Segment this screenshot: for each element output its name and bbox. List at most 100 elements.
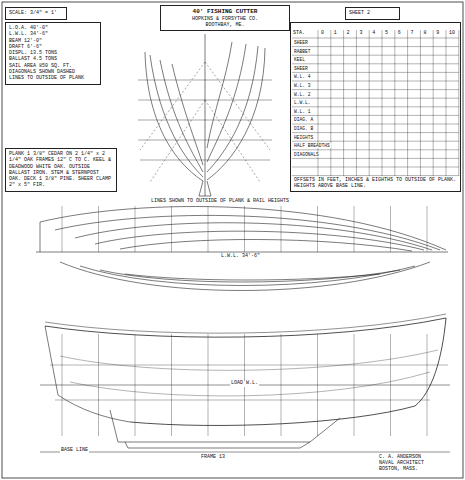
- station-line: [292, 81, 459, 82]
- station-line: [382, 30, 383, 176]
- node-text: SHEET 2: [349, 10, 396, 16]
- table-cell: 9: [435, 31, 440, 37]
- station-line: [62, 206, 63, 252]
- node-text: SAIL AREA 850 SQ. FT.: [9, 63, 97, 69]
- node-text: L.W.L. 34'-6": [9, 31, 97, 37]
- station-line: [390, 334, 391, 436]
- drawing-label: BOSTON, MASS.: [378, 467, 419, 473]
- station-line: [292, 132, 459, 133]
- station-line: [369, 30, 370, 176]
- station-line: [98, 334, 99, 436]
- table-cell: RABBET: [293, 49, 312, 54]
- table-cell: DIAG. B: [293, 126, 314, 131]
- station-line: [208, 334, 209, 436]
- drawing-label: C. A. ANDERSON: [378, 455, 422, 461]
- station-line: [420, 30, 421, 176]
- station-line: [356, 30, 357, 176]
- scale-box: SCALE: 3/4" = 1': [5, 7, 67, 20]
- station-line: [135, 206, 136, 252]
- node-text: L.O.A. 40'-0": [9, 25, 97, 31]
- offsets-table: OFFSETS IN FEET, INCHES & EIGHTHS TO OUT…: [290, 22, 461, 192]
- table-cell: 1: [333, 31, 338, 37]
- station-line: [292, 106, 459, 107]
- table-cell: W.L. 2: [293, 92, 312, 97]
- profile: [40, 314, 450, 452]
- station-line: [458, 30, 459, 176]
- station-line: [171, 334, 172, 436]
- table-cell: W.L. 4: [293, 74, 312, 79]
- table-cell: 2: [346, 31, 351, 37]
- station-line: [292, 158, 459, 159]
- table-cell: HEIGHTS: [293, 135, 314, 140]
- station-line: [427, 334, 428, 436]
- node-text: PLANK 1 3/8" CEDAR ON 2 1/4" x 2 1/4" OA…: [9, 151, 113, 189]
- station-line: [244, 206, 245, 252]
- station-line: [407, 30, 408, 176]
- station-line: [292, 55, 459, 56]
- station-line: [281, 334, 282, 436]
- node-text: 40' FISHING CUTTER: [164, 8, 286, 16]
- node-text: BALLAST 4.5 TONS: [9, 56, 97, 62]
- table-cell: KEEL: [293, 57, 306, 62]
- table-cell: 5: [384, 31, 389, 37]
- table-cell: DIAGONALS: [293, 152, 320, 157]
- sheet-box: SHEET 2: [345, 7, 400, 20]
- station-line: [317, 334, 318, 436]
- node-text: DIAGONALS SHOWN DASHED: [9, 69, 97, 75]
- table-cell: DIAG. A: [293, 117, 314, 122]
- table-cell: 6: [397, 31, 402, 37]
- station-line: [98, 206, 99, 252]
- node-text: DRAFT 6'-6": [9, 44, 97, 50]
- station-line: [171, 206, 172, 252]
- node-text: BOOTHBAY, ME.: [164, 22, 286, 28]
- table-cell: L.W.L.: [293, 100, 312, 105]
- table-cell: 10: [448, 31, 456, 37]
- station-line: [208, 206, 209, 252]
- station-line: [292, 167, 459, 168]
- station-line: [354, 206, 355, 252]
- table-cell: SHEER: [293, 40, 309, 45]
- station-line: [292, 115, 459, 116]
- station-line: [292, 149, 459, 150]
- station-line: [292, 63, 459, 64]
- station-line: [292, 124, 459, 125]
- station-line: [281, 206, 282, 252]
- node-text: HOPKINS & FORSYTHE CO.: [164, 16, 286, 22]
- drawing-label: BASE LINE: [60, 448, 89, 454]
- station-line: [354, 334, 355, 436]
- table-cell: W.L. 3: [293, 83, 312, 88]
- node-text: BEAM 12'-0": [9, 38, 97, 44]
- station-line: [292, 72, 459, 73]
- station-line: [330, 30, 331, 176]
- station-line: [292, 175, 459, 176]
- drawing-label: L.W.L. 34'-6": [220, 254, 261, 260]
- table-cell: HALF BREADTHS: [293, 143, 331, 148]
- table-cell: SHEER: [293, 66, 309, 71]
- title-box: 40' FISHING CUTTERHOPKINS & FORSYTHE CO.…: [160, 5, 290, 31]
- station-line: [427, 206, 428, 252]
- drawing-label: LOAD W.L.: [230, 381, 259, 387]
- table-cell: 3: [358, 31, 363, 37]
- drawing-label: FRAME 13: [200, 455, 226, 461]
- table-cell: 4: [371, 31, 376, 37]
- table-cell: STA.: [292, 31, 306, 37]
- station-line: [292, 38, 459, 39]
- notes-box: PLANK 1 3/8" CEDAR ON 2 1/4" x 2 1/4" OA…: [5, 148, 117, 192]
- station-line: [343, 30, 344, 176]
- table-cell: 7: [410, 31, 415, 37]
- table-cell: 8: [422, 31, 427, 37]
- drawing-label: LINES SHOWN TO OUTSIDE OF PLANK & RAIL H…: [150, 199, 290, 205]
- table-cell: W.L. 1: [293, 109, 312, 114]
- station-line: [292, 89, 459, 90]
- station-line: [446, 30, 447, 176]
- station-line: [292, 46, 459, 47]
- station-line: [292, 141, 459, 142]
- station-line: [394, 30, 395, 176]
- node-text: SCALE: 3/4" = 1': [9, 10, 63, 16]
- station-line: [292, 98, 459, 99]
- station-line: [317, 206, 318, 252]
- table-cell: 0: [320, 31, 325, 37]
- body-plan: [138, 34, 272, 196]
- node-text: LINES TO OUTSIDE OF PLANK: [9, 75, 97, 81]
